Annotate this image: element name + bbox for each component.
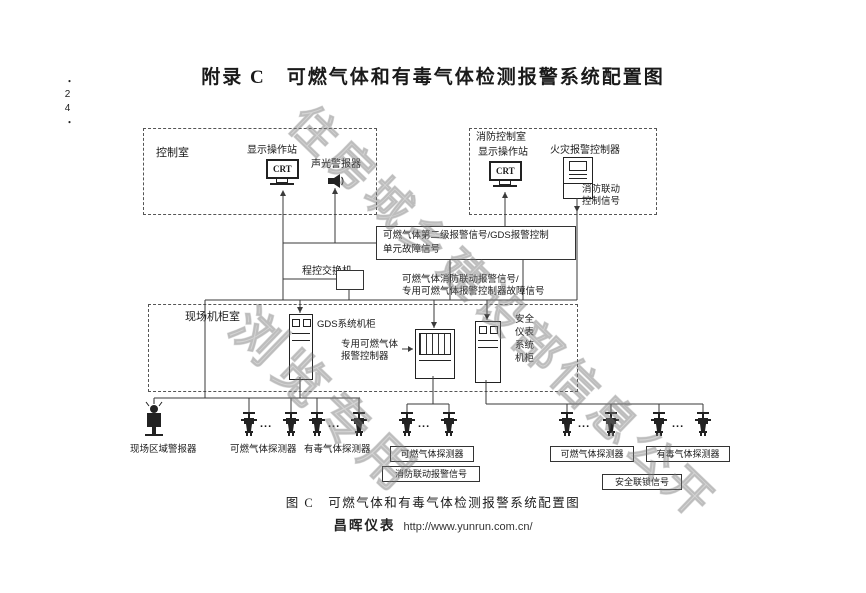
figure-caption: 图 C 可燃气体和有毒气体检测报警系统配置图 — [285, 496, 581, 510]
cabinet-detail — [489, 326, 498, 334]
controller-detail — [569, 174, 587, 175]
fire-crt-monitor-icon: CRT — [489, 161, 522, 187]
fire-control-room-box: 消防控制室 显示操作站 CRT 火灾报警控制器 消防联动 控制信号 — [469, 128, 657, 215]
cabinet-modules — [419, 333, 451, 355]
fire-crt-stand — [499, 181, 512, 185]
fire-control-room-label: 消防控制室 — [476, 132, 526, 143]
brand-logo: 昌晖仪表 — [333, 518, 396, 533]
field-cabinet-room-box: 现场机柜室 GDS系统机柜 专用可燃气体 报警控制器 安全 仪表 系统 机柜 — [148, 304, 578, 392]
ellipsis: ... — [328, 418, 341, 430]
ellipsis: ... — [578, 418, 591, 430]
footer: 昌晖仪表 http://www.yunrun.com.cn/ — [0, 514, 866, 535]
crt-base — [270, 183, 295, 185]
cabinet-detail — [292, 333, 310, 334]
audible-alarm-icon — [327, 173, 345, 194]
controller-screen — [569, 161, 587, 171]
controller-detail — [569, 178, 587, 179]
gas-detector-icon — [441, 412, 457, 443]
gas-detector-icon — [559, 412, 575, 443]
crt-monitor-icon: CRT — [266, 159, 299, 185]
ellipsis: ... — [672, 418, 685, 430]
gds-cabinet-icon — [289, 314, 313, 380]
cabinet-detail — [478, 340, 498, 341]
page-title: 附录 C 可燃气体和有毒气体检测报警系统配置图 — [201, 67, 665, 88]
combustible-detector-right-label: 可燃气体探测器 — [550, 446, 634, 462]
combustible-detector-mid-label: 可燃气体探测器 — [390, 446, 474, 462]
control-room-label: 控制室 — [156, 147, 189, 159]
cabinet-detail — [292, 340, 310, 341]
pbx-switch-icon — [336, 270, 364, 290]
fire-linkage-signal-label: 消防联动 控制信号 — [582, 184, 621, 207]
fire-operator-station-label: 显示操作站 — [478, 147, 528, 158]
second-level-alarm-signal-box: 可燃气体第二级报警信号/GDS报警控制 单元故障信号 — [376, 226, 576, 260]
gas-detector-icon — [695, 412, 711, 443]
ellipsis: ... — [260, 418, 273, 430]
dedicated-controller-label: 专用可燃气体 报警控制器 — [341, 339, 399, 362]
gas-detector-icon — [399, 412, 415, 443]
safety-interlock-signal-label: 安全联锁信号 — [602, 474, 682, 490]
area-alarm-label: 现场区域警报器 — [130, 444, 197, 455]
fire-linkage-alarm-signal-label: 消防联动报警信号 — [382, 466, 480, 482]
ellipsis: ... — [418, 418, 431, 430]
toxic-detector-right-label: 有毒气体探测器 — [646, 446, 730, 462]
cabinet-detail — [291, 319, 300, 327]
linkage-signal-text: 可燃气体消防联动报警信号/ 专用可燃气体报警控制器故障信号 — [402, 274, 545, 297]
controller-divider — [564, 183, 592, 184]
sis-cabinet-label: 安全 仪表 系统 机柜 — [515, 314, 535, 364]
cabinet-detail — [478, 347, 498, 348]
gds-cabinet-label: GDS系统机柜 — [317, 319, 376, 330]
gas-detector-icon — [351, 412, 367, 443]
gas-detector-icon — [241, 412, 257, 443]
footer-url[interactable]: http://www.yunrun.com.cn/ — [403, 521, 533, 533]
page-number: ・24・ — [62, 76, 73, 130]
fire-alarm-controller-label: 火灾报警控制器 — [550, 145, 620, 156]
cabinet-detail — [419, 360, 451, 361]
fire-crt-screen-label: CRT — [489, 161, 522, 181]
sis-cabinet-icon — [475, 321, 501, 383]
gas-detector-icon — [603, 412, 619, 443]
pbx-switch-label: 程控交换机 — [302, 266, 352, 277]
cabinet-detail — [302, 319, 311, 327]
dedicated-controller-cabinet-icon — [415, 329, 455, 379]
field-cabinet-room-label: 现场机柜室 — [185, 311, 240, 323]
cabinet-detail — [478, 326, 487, 334]
toxic-detector-left-label: 有毒气体探测器 — [304, 444, 371, 455]
area-alarm-icon — [139, 400, 169, 447]
fire-crt-base — [493, 185, 518, 187]
combustible-detector-left-label: 可燃气体探测器 — [230, 444, 297, 455]
crt-stand — [276, 179, 289, 183]
operator-station-label: 显示操作站 — [247, 145, 297, 156]
gas-detector-icon — [309, 412, 325, 443]
crt-screen-label: CRT — [266, 159, 299, 179]
audible-alarm-label: 声光警报器 — [311, 159, 361, 170]
gas-detector-icon — [651, 412, 667, 443]
fire-alarm-controller-icon — [563, 157, 593, 199]
gas-detector-icon — [283, 412, 299, 443]
control-room-box: 控制室 显示操作站 CRT 声光警报器 — [143, 128, 377, 215]
